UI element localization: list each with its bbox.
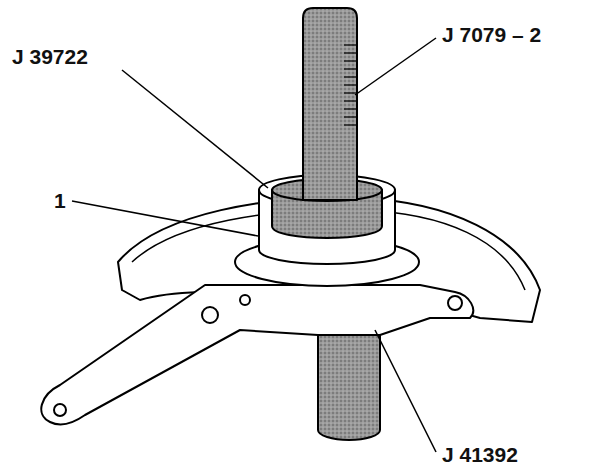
part-label: J 39722 [12, 46, 88, 67]
part-label: J 41392 [442, 444, 518, 465]
part-label: J 7079 – 2 [442, 24, 541, 45]
leader-lines [72, 38, 436, 452]
part-label: 1 [54, 190, 66, 211]
